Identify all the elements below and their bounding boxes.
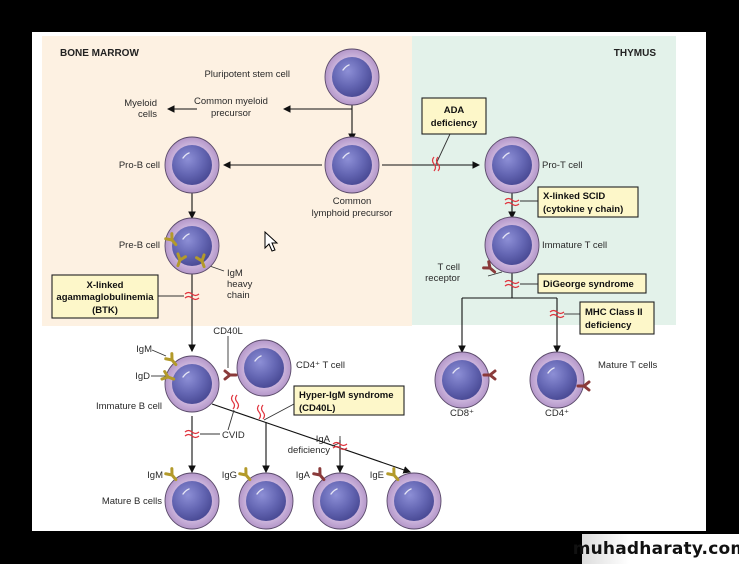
- mouse-cursor-icon: [264, 230, 279, 252]
- label-common-lymphoid-1: Common: [333, 196, 372, 207]
- igm-receptor-icon: [164, 352, 178, 367]
- label-common-lymphoid-2: lymphoid precursor: [312, 208, 393, 219]
- label-tcr-1: T cell: [437, 262, 460, 273]
- cell-cd4-t-helper: [236, 339, 292, 397]
- cell-mature-b-igm: [164, 472, 220, 530]
- ige-receptor-icon: [386, 467, 400, 482]
- box-mhc-class-ii-deficiency: MHC Class II deficiency: [579, 301, 655, 335]
- label-igd-surface: IgD: [135, 371, 150, 382]
- label-immature-b-cell: Immature B cell: [96, 401, 162, 412]
- box-x-linked-scid: X-linked SCID (cytokine γ chain): [537, 186, 639, 218]
- label-iga-def-2: deficiency: [288, 445, 330, 456]
- svg-text:Hyper-IgM syndrome: Hyper-IgM syndrome: [299, 390, 394, 401]
- svg-text:(CD40L): (CD40L): [299, 403, 335, 414]
- svg-text:deficiency: deficiency: [431, 118, 478, 129]
- cell-mature-b-iga: [312, 472, 368, 530]
- svg-text:(cytokine γ chain): (cytokine γ chain): [543, 204, 623, 215]
- svg-text:MHC Class II: MHC Class II: [585, 307, 643, 318]
- cells-layer: [164, 48, 585, 530]
- cell-pluripotent-stem: [324, 48, 380, 106]
- defect-mark-scid: [504, 197, 520, 207]
- label-cd40l: CD40L: [213, 326, 243, 337]
- svg-text:DiGeorge syndrome: DiGeorge syndrome: [543, 279, 634, 290]
- label-pro-t-cell: Pro-T cell: [542, 160, 582, 171]
- diagram-canvas: BONE MARROW THYMUS: [32, 32, 706, 531]
- watermark: muhadharaty.com: [573, 534, 739, 564]
- label-pre-b-cell: Pre-B cell: [119, 240, 160, 251]
- arrow-to-mature-ige: [211, 403, 412, 474]
- svg-text:deficiency: deficiency: [585, 320, 632, 331]
- tcr-icon: [576, 380, 591, 392]
- label-mature-igg: IgG: [222, 470, 237, 481]
- label-igm-heavy-3: chain: [227, 290, 250, 301]
- defect-mark-digeorge: [504, 279, 520, 289]
- label-common-myeloid-2: precursor: [211, 108, 251, 119]
- label-mature-igm: IgM: [147, 470, 163, 481]
- defect-mark-xla: [184, 291, 200, 301]
- label-cd4-t-cell: CD4⁺ T cell: [296, 360, 345, 371]
- connectors: [166, 100, 561, 474]
- cell-immature-b: [164, 355, 220, 413]
- label-pluripotent-stem-cell: Pluripotent stem cell: [204, 69, 290, 80]
- iga-receptor-icon: [312, 467, 326, 482]
- svg-text:agammaglobulinemia: agammaglobulinemia: [56, 292, 154, 303]
- label-igm-surface: IgM: [136, 344, 152, 355]
- cell-immature-t: [484, 216, 540, 274]
- bone-marrow-label: BONE MARROW: [60, 48, 139, 59]
- label-cd4: CD4⁺: [545, 408, 569, 419]
- defect-mark-cvid: [184, 429, 200, 439]
- igg-receptor-icon: [238, 467, 252, 482]
- defect-mark-cvid-diag: [230, 394, 240, 410]
- cell-common-lymphoid: [324, 136, 380, 194]
- cell-pre-b: [164, 217, 220, 275]
- lymphocyte-development-diagram: BONE MARROW THYMUS: [42, 36, 676, 530]
- svg-text:ADA: ADA: [444, 105, 465, 116]
- label-mature-t-cells: Mature T cells: [598, 360, 658, 371]
- tcr-icon: [482, 369, 497, 381]
- label-mature-iga: IgA: [296, 470, 311, 481]
- leader-lines: [151, 133, 580, 447]
- box-hyper-igm-syndrome: Hyper-IgM syndrome (CD40L): [293, 385, 405, 416]
- defect-mark-iga: [332, 441, 348, 451]
- cell-cd4-t-mature: [529, 351, 585, 409]
- box-digeorge-syndrome: DiGeorge syndrome: [537, 273, 647, 294]
- defect-mark-ada: [431, 156, 441, 172]
- label-mature-ige: IgE: [370, 470, 384, 481]
- cell-mature-b-ige: [386, 472, 442, 530]
- svg-text:(BTK): (BTK): [92, 305, 118, 316]
- svg-text:X-linked: X-linked: [87, 280, 124, 291]
- cd40l-receptor-icon: [223, 369, 238, 381]
- label-myeloid-cells-2: cells: [138, 109, 157, 120]
- label-common-myeloid-1: Common myeloid: [194, 96, 268, 107]
- defect-mark-mhc2: [549, 309, 565, 319]
- box-ada-deficiency: ADA deficiency: [421, 97, 487, 135]
- label-pro-b-cell: Pro-B cell: [119, 160, 160, 171]
- label-tcr-2: receptor: [425, 273, 460, 284]
- thymus-label: THYMUS: [614, 48, 657, 59]
- label-iga-def-1: IgA: [316, 434, 331, 445]
- igm-heavy-chain-icon: [176, 252, 187, 268]
- label-cvid: CVID: [222, 430, 245, 441]
- defect-mark-hyper-igm: [256, 404, 266, 420]
- cell-mature-b-igg: [238, 472, 294, 530]
- label-igm-heavy-1: IgM: [227, 268, 243, 279]
- igm-heavy-chain-icon: [164, 232, 178, 247]
- igm-heavy-chain-icon: [195, 253, 206, 269]
- box-x-linked-agammaglobulinemia: X-linked agammaglobulinemia (BTK): [51, 274, 159, 319]
- tcr-icon: [482, 260, 497, 274]
- igd-receptor-icon: [160, 370, 176, 381]
- cell-cd8-t: [434, 351, 490, 409]
- label-myeloid-cells-1: Myeloid: [124, 98, 157, 109]
- defect-marks-layer: [184, 156, 565, 451]
- label-cd8: CD8⁺: [450, 408, 474, 419]
- svg-text:X-linked SCID: X-linked SCID: [543, 191, 605, 202]
- igm-receptor-icon: [164, 467, 178, 482]
- receptors-layer: [160, 232, 591, 482]
- watermark-text: muhadharaty.com: [572, 539, 739, 559]
- label-immature-t-cell: Immature T cell: [542, 240, 607, 251]
- cell-pro-t: [484, 136, 540, 194]
- label-mature-b-cells: Mature B cells: [102, 496, 162, 507]
- cell-pro-b: [164, 136, 220, 194]
- label-igm-heavy-2: heavy: [227, 279, 253, 290]
